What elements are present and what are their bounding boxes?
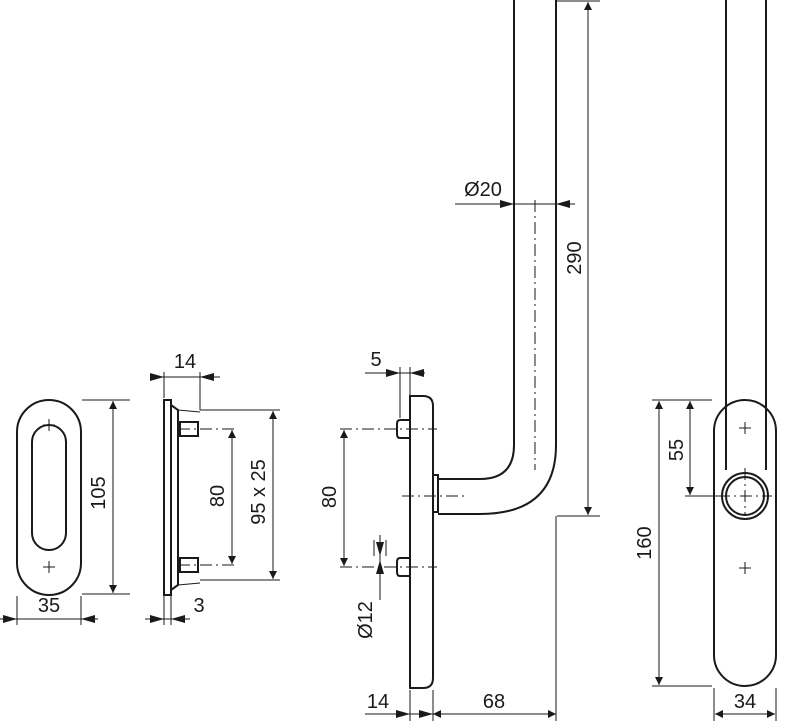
dim-label-dia12: Ø12 <box>355 601 377 639</box>
side-base-plate <box>163 399 172 596</box>
dim-label-34: 34 <box>734 691 756 713</box>
handle-side-view: 5 Ø20 290 80 Ø12 14 68 <box>319 0 600 721</box>
front-backplate <box>713 399 777 687</box>
side-recess-body <box>170 404 179 591</box>
side-screw-top <box>179 421 199 437</box>
front-screw-cross-bottom <box>739 562 751 574</box>
dim-label-55: 55 <box>666 439 688 461</box>
dim-label-290: 290 <box>564 241 586 274</box>
dim-label-side-14: 14 <box>174 351 196 373</box>
handle-neck-collar <box>432 474 439 513</box>
dim-label-dia20: Ø20 <box>464 179 502 201</box>
dim-label-105: 105 <box>88 476 110 509</box>
dim-label-handle-14: 14 <box>367 691 389 713</box>
screw-cross-bottom <box>43 561 55 573</box>
dim-label-35: 35 <box>38 595 60 617</box>
handle-front-view: 55 160 34 <box>634 0 777 721</box>
dim-label-95x25: 95 x 25 <box>248 459 270 525</box>
front-screw-cross-top <box>739 422 751 434</box>
handle-tube <box>438 0 557 515</box>
rosette-side-view: 14 3 80 95 x 25 <box>145 351 280 625</box>
handle-screw-top <box>396 419 410 439</box>
screw-cross-top <box>43 419 55 431</box>
handle-backplate <box>409 395 434 689</box>
dim-label-160: 160 <box>634 526 656 559</box>
dim-label-side-80: 80 <box>207 485 229 507</box>
handle-screw-bottom <box>396 557 410 577</box>
dim-label-handle-80: 80 <box>319 486 341 508</box>
dim-label-3: 3 <box>193 595 204 617</box>
rosette-outline <box>16 399 82 596</box>
rosette-grip-recess <box>31 424 67 551</box>
front-tube <box>725 0 767 470</box>
dim-label-5: 5 <box>370 349 381 371</box>
dim-label-68: 68 <box>483 691 505 713</box>
side-screw-bottom <box>179 557 199 573</box>
rosette-front-view: 105 35 <box>0 399 130 625</box>
